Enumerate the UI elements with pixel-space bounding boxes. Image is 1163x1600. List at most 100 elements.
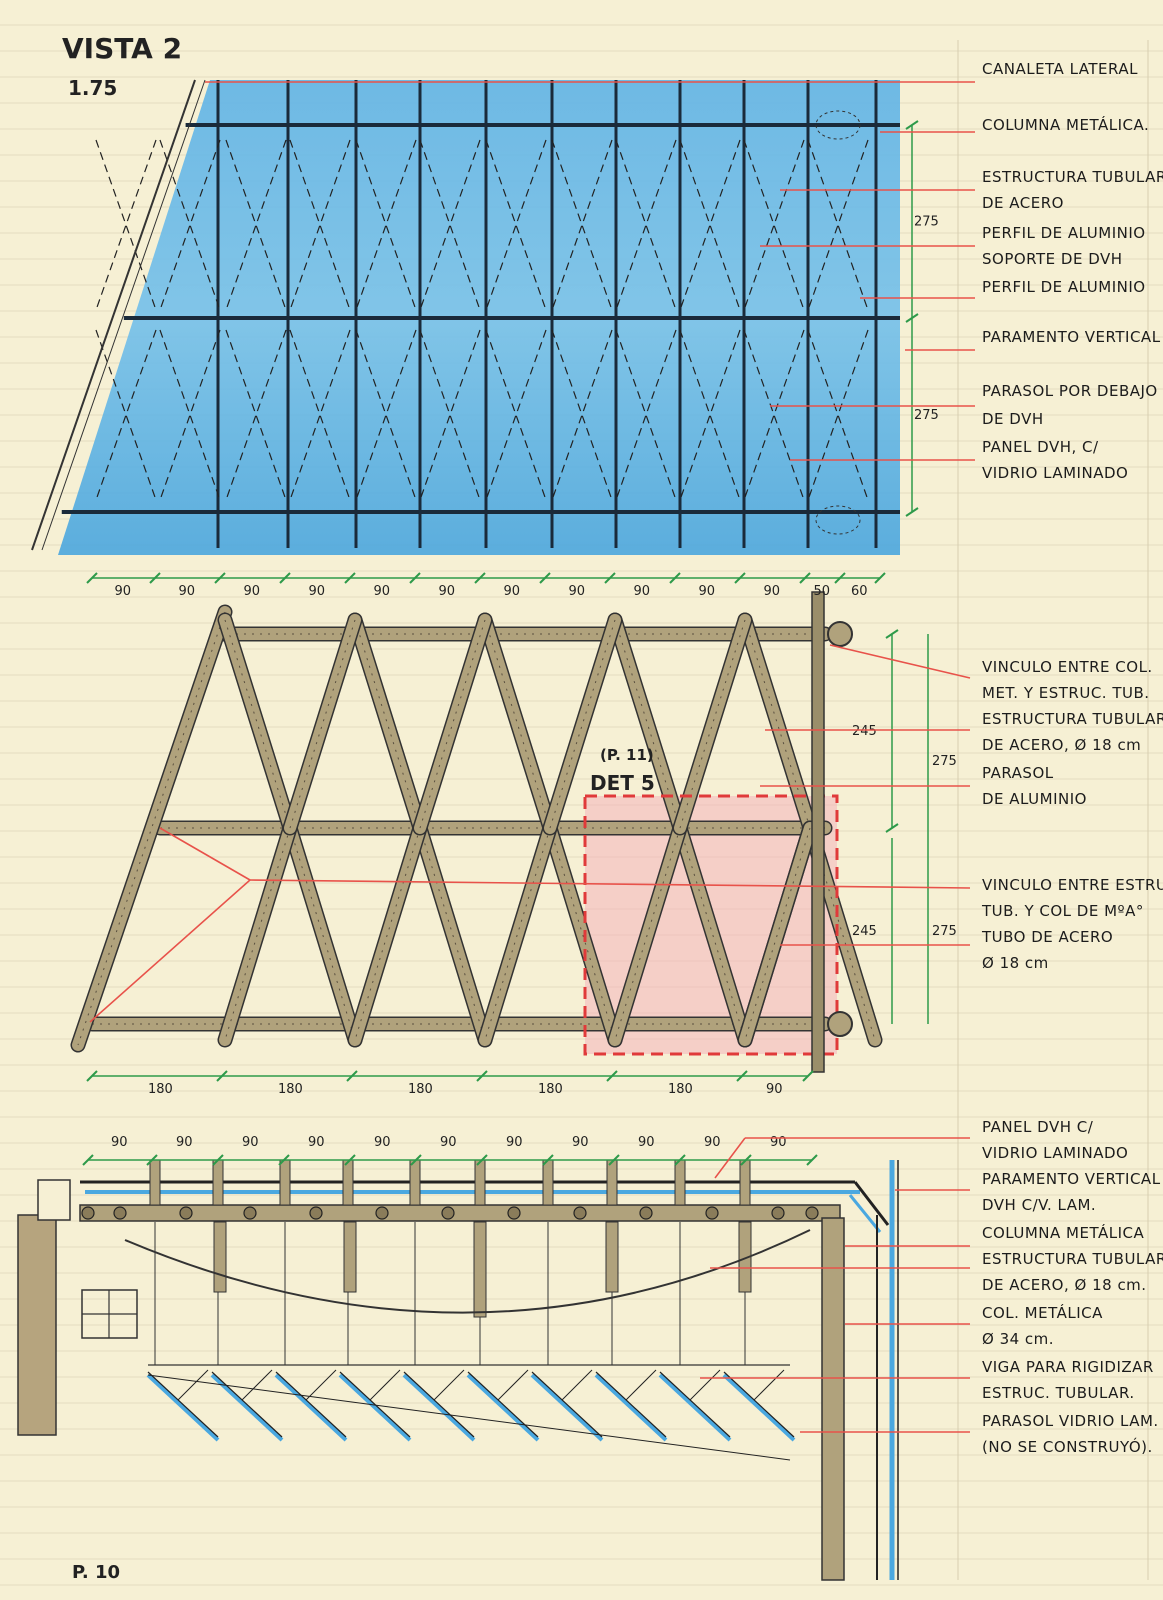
parasol-blade-1: [210, 1373, 284, 1442]
elevation-mullions: [61, 80, 900, 548]
parasol-blade-0: [146, 1373, 220, 1442]
struct-label-0: VINCULO ENTRE COL.: [982, 658, 1153, 676]
parasol-blade-5: [466, 1373, 540, 1442]
parasol-arm-1: [241, 1369, 273, 1401]
section-label-8: Ø 34 cm.: [982, 1330, 1054, 1348]
beam-node-5: [375, 1206, 389, 1220]
brace-dash-b-2: [225, 139, 287, 311]
section-top-dim-tick-1: [146, 1154, 158, 1166]
diag-lo-r-2-centerline: [549, 827, 616, 1041]
section-top-dim-label-2: 90: [242, 1135, 259, 1150]
section-top-dim-tick-5: [410, 1154, 422, 1166]
elev-label-7: PARAMENTO VERTICAL: [982, 328, 1161, 346]
beam-node-6: [441, 1206, 455, 1220]
metal-column-section: [821, 1217, 845, 1581]
post-4: [409, 1159, 421, 1206]
elev-label-9: DE DVH: [982, 410, 1044, 428]
section-top-dim-tick-10: [740, 1154, 752, 1166]
elev-bottom-dim-label-8: 90: [634, 584, 651, 599]
roof-panel-edge: [853, 1181, 890, 1226]
diag-up-r-1: [349, 614, 426, 834]
diag-lo-l-3-centerline: [614, 827, 681, 1041]
brace-dash-c-6: [485, 329, 547, 501]
section-top-dim-label-0: 90: [111, 1135, 128, 1150]
elev-label-4: PERFIL DE ALUMINIO: [982, 224, 1146, 242]
wall-cap: [37, 1179, 71, 1221]
struct-leader-0: [829, 644, 971, 679]
brace-dash-b-3: [289, 139, 351, 311]
brace-dash-b-0: [95, 139, 157, 311]
brace-dash-c-5: [419, 329, 481, 501]
brace-dash-d-8: [615, 329, 677, 501]
elev-label-0: CANALETA LATERAL: [982, 60, 1138, 78]
elevation-view: [31, 79, 900, 555]
beam-node-0: [81, 1206, 95, 1220]
facade-slope-line: [31, 79, 196, 551]
struct-bottom-dim-tick-1: [216, 1070, 228, 1082]
brace-dash-d-2: [225, 329, 287, 501]
sheet-scale: 1.75: [68, 76, 117, 100]
elev-bottom-dim-tick-8: [604, 572, 616, 584]
diag-up-r-3: [609, 614, 686, 834]
elev-bottom-dim-tick-11: [799, 572, 811, 584]
brace-dash-b-7: [551, 139, 613, 311]
brace-dash-c-7: [551, 329, 613, 501]
parasol-arm-4: [433, 1369, 465, 1401]
brace-dash-a-10: [743, 139, 805, 311]
struct-bottom-dim-tick-5: [736, 1070, 748, 1082]
diag-lo-l-1-centerline: [354, 827, 421, 1041]
brace-dash-b-10: [743, 139, 805, 311]
section-label-12: (NO SE CONSTRUYÓ).: [982, 1437, 1153, 1456]
struct-bottom-dim-label-0: 180: [148, 1082, 173, 1097]
section-top-dim-label-8: 90: [638, 1135, 655, 1150]
section-label-2: PARAMENTO VERTICAL: [982, 1170, 1161, 1188]
elev-label-10: PANEL DVH, C/: [982, 438, 1099, 456]
elev-bottom-dim-tick-7: [539, 572, 551, 584]
parasol-arm-0: [177, 1369, 209, 1401]
elev-bottom-dim-label-0: 90: [115, 584, 132, 599]
strut-0: [213, 1221, 227, 1293]
diag-up-l-3: [544, 614, 621, 834]
strut-2: [473, 1221, 487, 1318]
column-joint-bottom: [827, 1011, 853, 1037]
brace-dash-a-7: [551, 139, 613, 311]
section-top-dim-tick-6: [476, 1154, 488, 1166]
post-9: [739, 1159, 751, 1206]
brace-dash-d-9: [679, 329, 741, 501]
post-0: [149, 1159, 161, 1206]
parasol-blade-7: [594, 1373, 668, 1442]
elev-bottom-dim-tick-9: [669, 572, 681, 584]
section-label-0: PANEL DVH C/: [982, 1118, 1094, 1136]
detail-circle-bottom: [815, 505, 861, 535]
brace-dash-b-11: [807, 139, 869, 311]
wall-mass: [17, 1214, 57, 1436]
struct-bottom-dim-label-2: 180: [408, 1082, 433, 1097]
brace-dash-b-1: [159, 139, 221, 311]
brace-dash-c-11: [807, 329, 869, 501]
brace-dash-d-0: [95, 329, 157, 501]
elev-bottom-dim-tick-5: [409, 572, 421, 584]
detail-name: DET 5: [590, 771, 655, 795]
struct-inner-dim-a-label-0: 245: [852, 724, 877, 739]
stiffening-cable: [124, 1229, 811, 1314]
brace-dash-b-5: [419, 139, 481, 311]
elev-bottom-dim-tick-3: [279, 572, 291, 584]
section-top-dim-tick-3: [278, 1154, 290, 1166]
elev-label-6: PERFIL DE ALUMINIO: [982, 278, 1146, 296]
section-label-5: ESTRUCTURA TUBULAR: [982, 1250, 1163, 1268]
section-label-7: COL. METÁLICA: [982, 1303, 1103, 1322]
elev-label-8: PARASOL POR DEBAJO: [982, 382, 1158, 400]
elev-label-5: SOPORTE DE DVH: [982, 250, 1123, 268]
post-3: [342, 1159, 354, 1206]
parasol-blade-8: [658, 1373, 732, 1442]
brace-dash-b-6: [485, 139, 547, 311]
struct-label-1: MET. Y ESTRUC. TUB.: [982, 684, 1150, 702]
strut-3: [605, 1221, 619, 1293]
section-label-10: ESTRUC. TUBULAR.: [982, 1384, 1135, 1402]
brace-dash-a-6: [485, 139, 547, 311]
elev-bottom-dim-label-5: 90: [439, 584, 456, 599]
brace-dash-d-6: [485, 329, 547, 501]
diag-lo-end-centerline: [744, 827, 811, 1041]
elev-label-3: DE ACERO: [982, 194, 1064, 212]
